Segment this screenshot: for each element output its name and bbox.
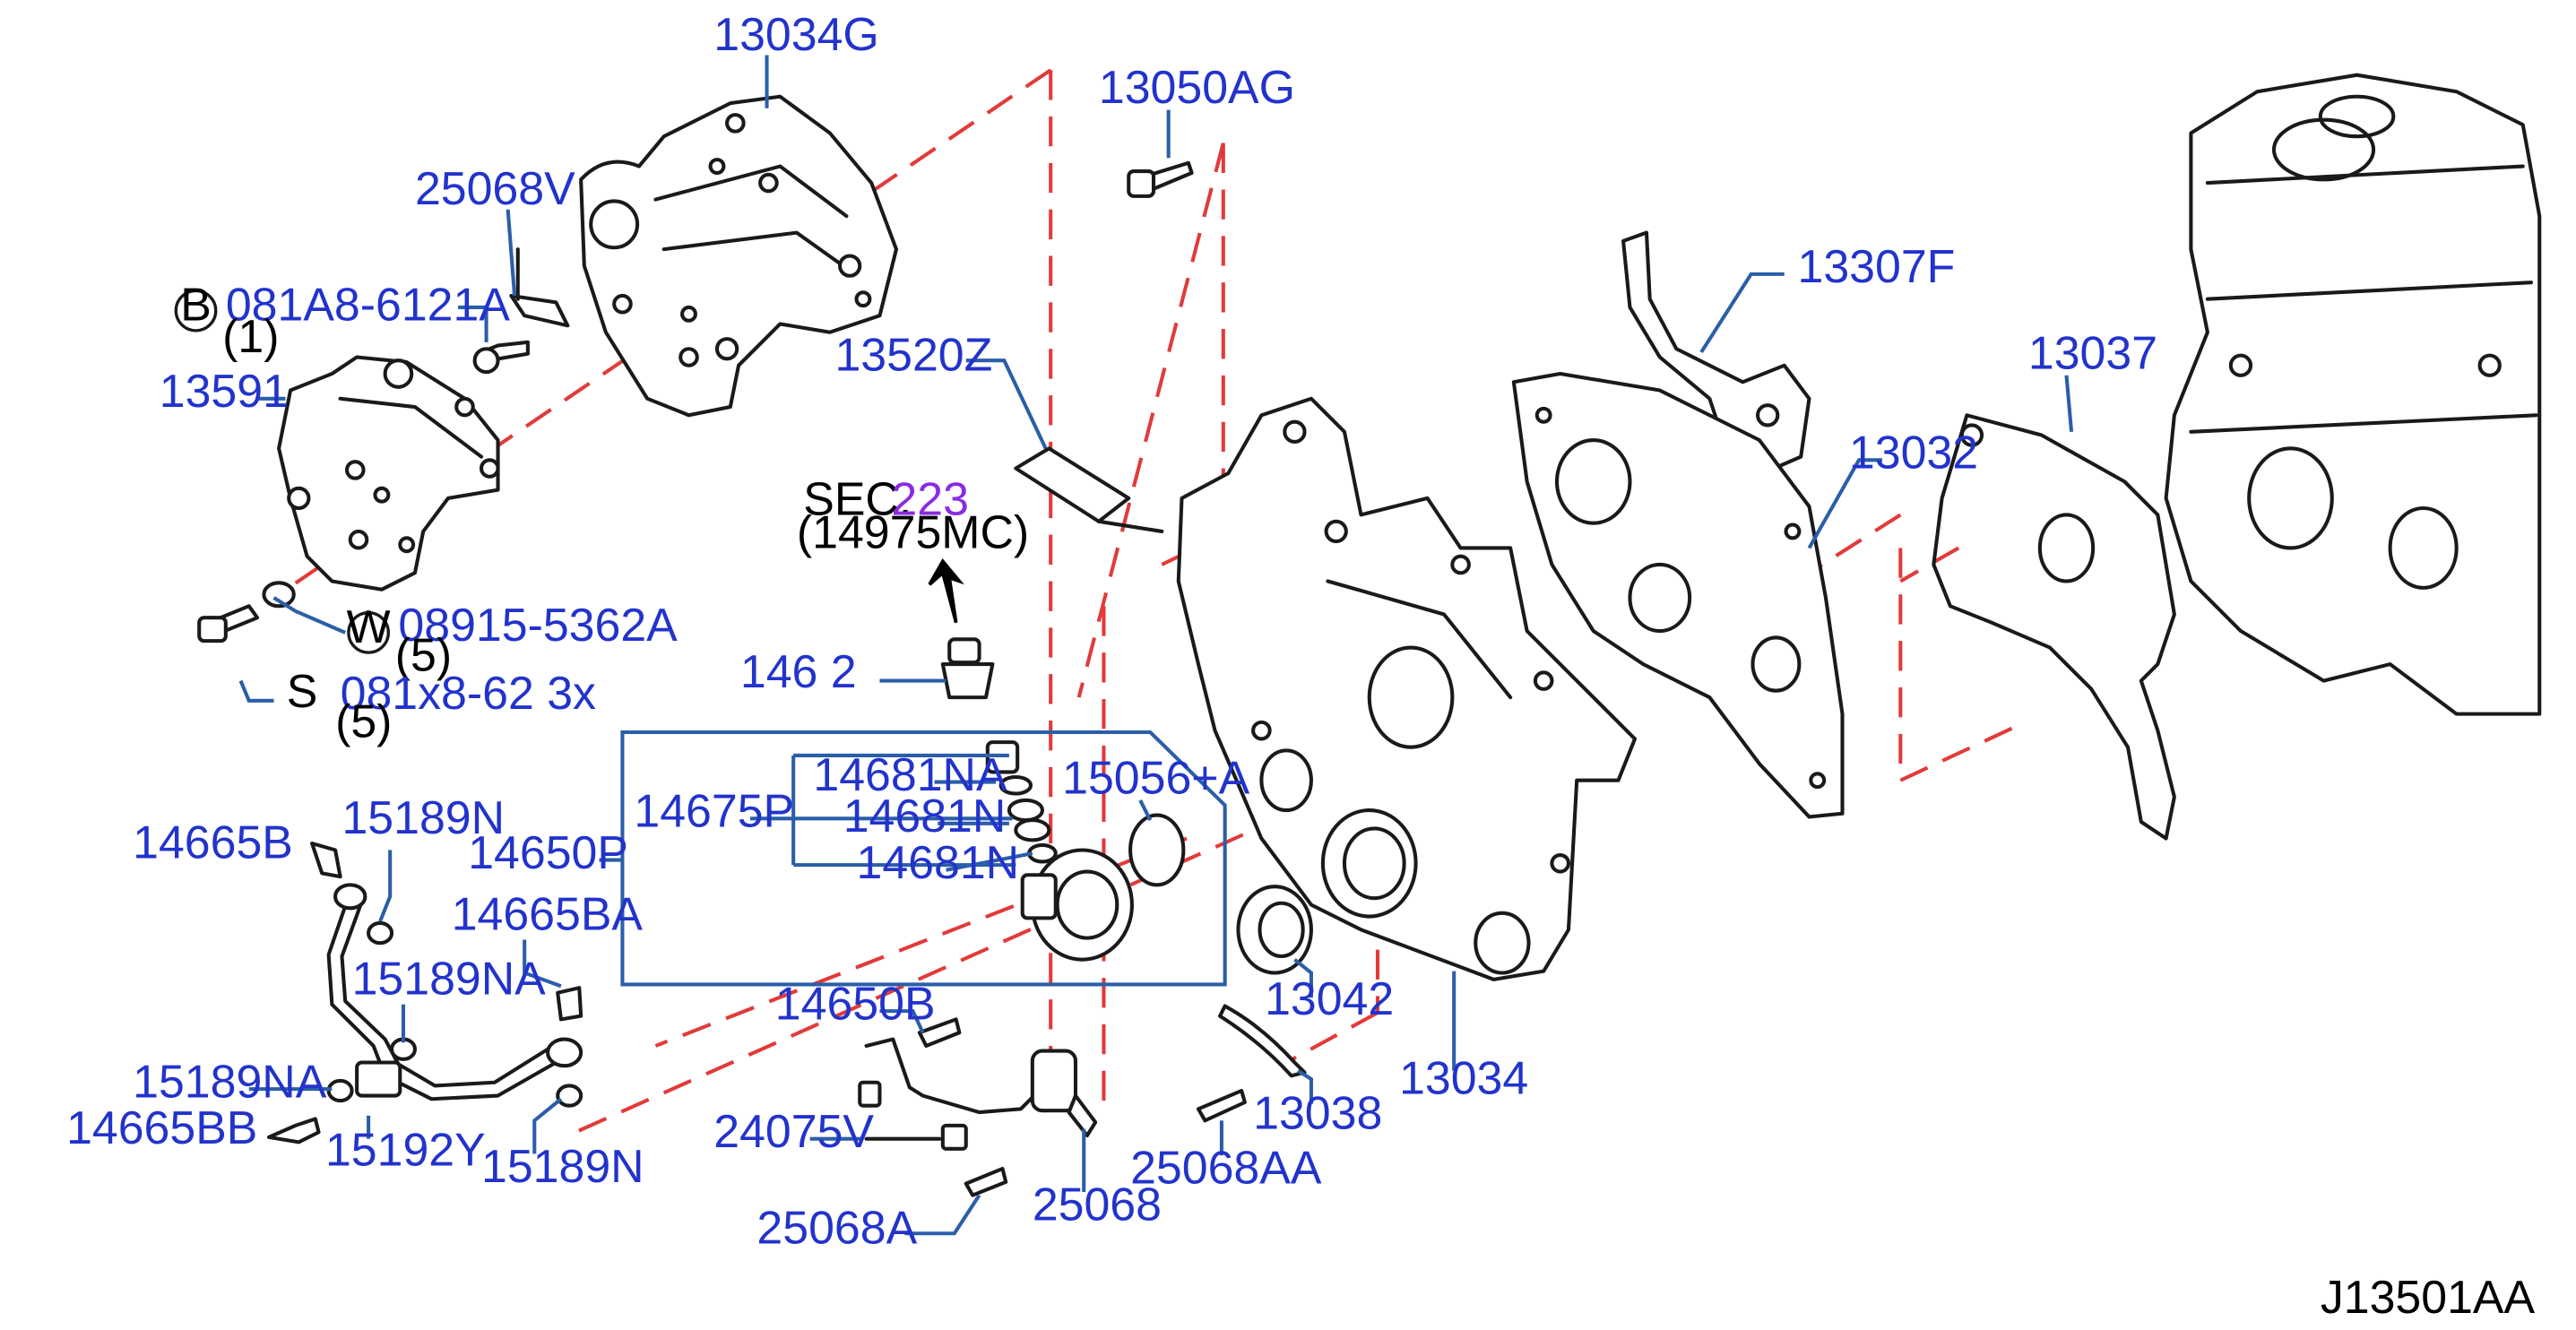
label-15189na-1: 15189NA bbox=[352, 953, 547, 1005]
callout-w: W bbox=[347, 600, 391, 654]
label-13307f: 13307F bbox=[1798, 240, 1956, 292]
label-146-partial: 146 2 bbox=[740, 645, 857, 697]
section-sub: (14975MC) bbox=[797, 505, 1029, 557]
label-25068v: 25068V bbox=[415, 162, 575, 214]
callout-b-letter: B bbox=[180, 279, 212, 331]
bracket-13591-drawing bbox=[277, 355, 500, 592]
label-14665ba: 14665BA bbox=[452, 887, 644, 939]
engine-block-drawing bbox=[2164, 73, 2542, 716]
label-13038: 13038 bbox=[1253, 1087, 1382, 1139]
label-08915-5362a: 08915-5362A bbox=[398, 599, 678, 651]
label-25068aa: 25068AA bbox=[1130, 1142, 1322, 1194]
callout-b: B bbox=[174, 279, 218, 332]
harness-24075v-drawing bbox=[858, 1037, 1098, 1151]
label-13520z: 13520Z bbox=[834, 328, 992, 380]
bracket-13034g-drawing bbox=[579, 94, 899, 418]
label-14681n-2: 14681N bbox=[857, 836, 1020, 888]
label-15192y: 15192Y bbox=[325, 1123, 486, 1175]
pump-14650p-drawing bbox=[1020, 813, 1186, 962]
part-labels: 13034G 13050AG 25068V 081A8-6121A (1) 13… bbox=[66, 8, 2535, 1323]
callout-s: S bbox=[287, 665, 318, 717]
label-081a8-6121a: 081A8-6121A bbox=[226, 279, 511, 331]
qty-08915: (5) bbox=[395, 628, 452, 680]
qty-081a8: (1) bbox=[222, 310, 279, 362]
label-15189n-bottom: 15189N bbox=[481, 1140, 644, 1192]
label-13591: 13591 bbox=[160, 365, 289, 417]
gasket-13037-drawing bbox=[1932, 413, 2176, 841]
label-13042: 13042 bbox=[1265, 972, 1394, 1024]
leader-lines bbox=[238, 55, 2074, 1236]
gasket-13307f-drawing bbox=[1621, 230, 1811, 476]
oil-pipe-15192y-drawing bbox=[326, 883, 583, 1108]
label-15189na-2: 15189NA bbox=[133, 1055, 327, 1107]
callout-s-letter: S bbox=[287, 665, 318, 717]
label-14675p: 14675P bbox=[634, 785, 794, 837]
sensor-13520z-drawing bbox=[1014, 446, 1164, 533]
label-24075v: 24075V bbox=[713, 1105, 874, 1157]
section-prefix: SEC. bbox=[803, 472, 912, 524]
label-25068: 25068 bbox=[1033, 1178, 1162, 1230]
fasteners-drawing bbox=[197, 160, 1247, 1197]
qty-081x8: (5) bbox=[335, 695, 392, 747]
label-081x8-partial: 081x8-62 3x bbox=[341, 667, 596, 719]
part-13038-drawing bbox=[1218, 1004, 1307, 1078]
label-14681na: 14681NA bbox=[813, 748, 1007, 800]
callout-w-letter: W bbox=[347, 600, 391, 652]
section-arrow-drawing bbox=[928, 558, 995, 700]
label-13032: 13032 bbox=[1849, 427, 1978, 479]
label-14665b: 14665B bbox=[133, 816, 293, 868]
assembly-box-14650p bbox=[620, 730, 1227, 987]
label-13034g: 13034G bbox=[713, 8, 879, 60]
section-number: 223 bbox=[891, 472, 969, 524]
diagram-code: J13501AA bbox=[2321, 1271, 2536, 1323]
label-13037: 13037 bbox=[2028, 326, 2157, 378]
label-15189n-top: 15189N bbox=[341, 791, 505, 843]
label-14665bb: 14665BB bbox=[66, 1101, 257, 1153]
plate-13032-drawing bbox=[1511, 371, 1845, 819]
label-14681n-1: 14681N bbox=[843, 790, 1007, 842]
label-13050ag: 13050AG bbox=[1099, 61, 1295, 113]
label-15056a: 15056+A bbox=[1062, 752, 1249, 804]
label-14650b: 14650B bbox=[775, 977, 936, 1029]
label-13034: 13034 bbox=[1399, 1052, 1528, 1104]
label-25068a: 25068A bbox=[756, 1201, 917, 1253]
label-14650p: 14650P bbox=[468, 826, 628, 878]
seal-13042-drawing bbox=[1236, 885, 1313, 975]
front-cover-13034-drawing bbox=[1176, 396, 1638, 981]
